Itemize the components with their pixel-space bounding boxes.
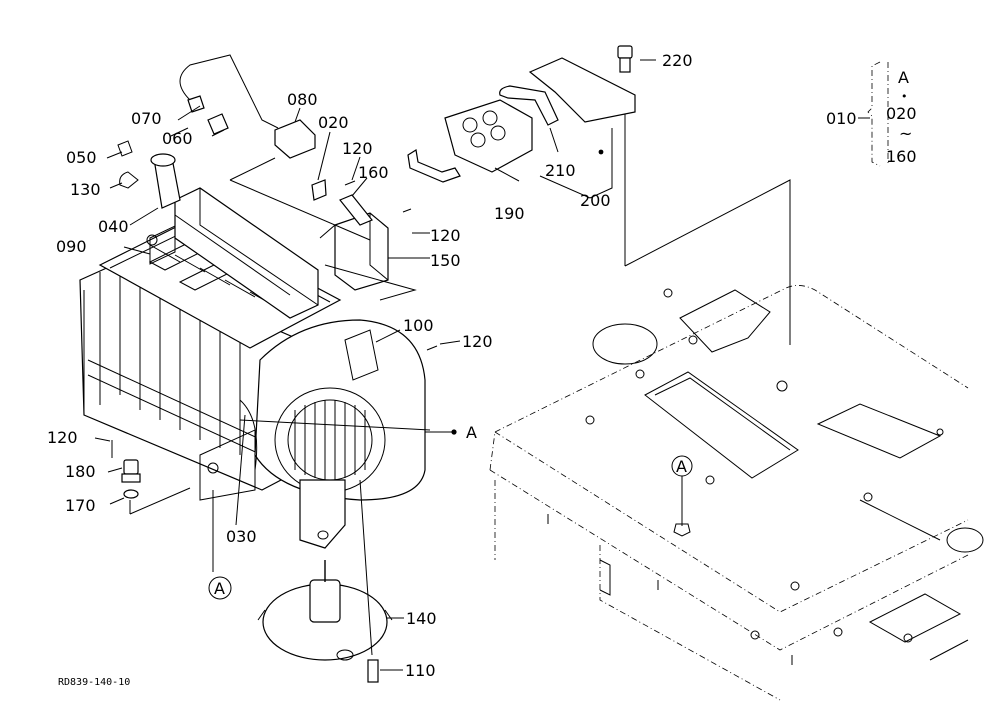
floor-plate [489,285,984,701]
group-range: A • 020 ~ 160 [886,68,917,166]
sensor-080 [274,119,316,159]
callout-120-b: 120 [430,226,461,245]
callout-150: 150 [430,251,461,270]
callout-050: 050 [66,148,97,167]
callout-010: 010 [826,109,857,128]
reference-a-circle [208,576,232,600]
callout-a: A [466,423,477,442]
duct-190 [444,99,533,173]
callout-060: 060 [162,129,193,148]
callout-130: 130 [70,180,101,199]
range-tilde: ~ [899,124,912,143]
callout-080: 080 [287,90,318,109]
blower-housing [199,319,431,549]
callout-020: 020 [318,113,349,132]
range-160: 160 [886,147,917,166]
leader-lines [94,59,870,671]
callout-160: 160 [358,163,389,182]
callout-170: 170 [65,496,96,515]
callout-220: 220 [662,51,693,70]
callout-210: 210 [545,161,576,180]
callout-140: 140 [406,609,437,628]
part-callouts: 070 080 060 020 050 120 130 160 040 120 … [47,51,857,680]
callout-120-d: 120 [47,428,78,447]
heater-unit [79,187,342,491]
callout-070: 070 [131,109,162,128]
callout-190: 190 [494,204,525,223]
range-020: 020 [886,104,917,123]
plate-200 [528,57,636,123]
callout-200: 200 [580,191,611,210]
callout-110: 110 [405,661,436,680]
bracket-160 [339,194,373,226]
blower-motor [257,560,393,661]
callout-a-plate: A [676,457,687,476]
wire-harness [179,54,279,129]
callout-120-c: 120 [462,332,493,351]
callout-040: 040 [98,217,129,236]
callout-030: 030 [226,527,257,546]
range-dot: • [901,90,908,103]
callout-120-a: 120 [342,139,373,158]
range-top-a: A [898,68,909,87]
callout-a-circle: A [214,579,225,598]
callout-180: 180 [65,462,96,481]
callout-090: 090 [56,237,87,256]
drawing-reference: RD839-140-10 [58,677,130,688]
callout-100: 100 [403,316,434,335]
